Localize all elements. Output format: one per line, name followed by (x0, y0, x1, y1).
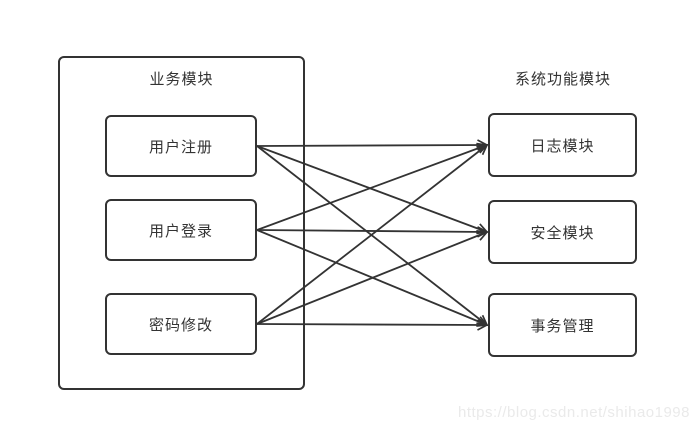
node-label: 密码修改 (148, 316, 213, 334)
node-user-register: 用户注册 (105, 115, 257, 177)
node-user-login: 用户登录 (105, 199, 257, 261)
node-transaction-management: 事务管理 (488, 293, 637, 357)
csdn-watermark: https://blog.csdn.net/shihao1998 (458, 404, 690, 421)
business-module-title: 业务模块 (149, 71, 214, 88)
node-log-module: 日志模块 (488, 113, 637, 177)
node-password-change: 密码修改 (105, 293, 257, 355)
node-label: 用户登录 (148, 222, 213, 240)
node-label: 用户注册 (148, 138, 213, 156)
node-label: 安全模块 (530, 224, 595, 242)
node-label: 事务管理 (530, 317, 595, 335)
system-function-module-title: 系统功能模块 (514, 71, 611, 88)
node-security-module: 安全模块 (488, 200, 637, 264)
node-label: 日志模块 (530, 137, 595, 155)
